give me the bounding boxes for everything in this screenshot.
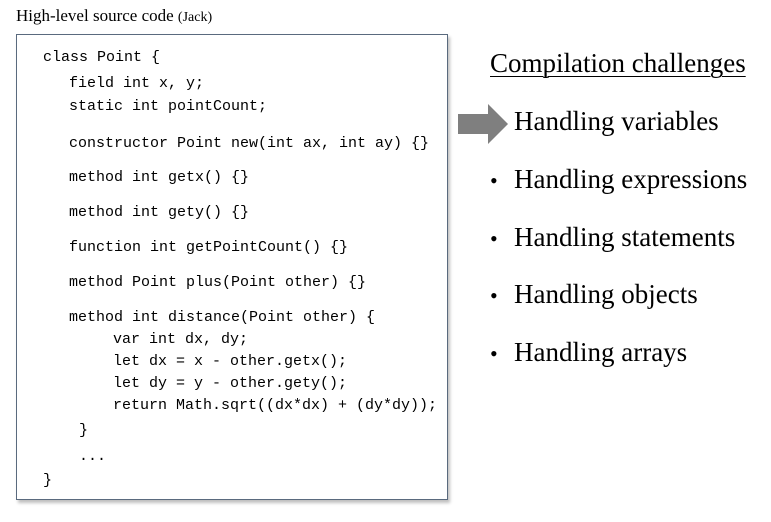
- challenge-item-objects: Handling objects: [514, 279, 698, 309]
- code-line-16: }: [43, 472, 53, 489]
- code-panel: class Point { field int x, y; static int…: [16, 34, 448, 500]
- caption-main: High-level source code: [16, 6, 174, 25]
- code-line-4: constructor Point new(int ax, int ay) {}: [69, 135, 430, 152]
- challenge-item-expressions: Handling expressions: [514, 164, 748, 194]
- code-line-12: let dy = y - other.gety();: [113, 375, 348, 392]
- code-line-15: ...: [79, 448, 107, 465]
- source-code-caption: High-level source code (Jack): [16, 6, 212, 26]
- code-line-14: }: [79, 422, 89, 439]
- code-line-13: return Math.sqrt((dx*dx) + (dy*dy));: [113, 397, 438, 414]
- code-line-10: var int dx, dy;: [113, 331, 249, 348]
- bullet-icon: •: [490, 168, 498, 193]
- code-line-2: field int x, y;: [69, 75, 205, 92]
- code-line-7: function int getPointCount() {}: [69, 239, 349, 256]
- challenge-item-variables: Handling variables: [514, 106, 719, 136]
- code-line-11: let dx = x - other.getx();: [113, 353, 348, 370]
- code-line-8: method Point plus(Point other) {}: [69, 274, 367, 291]
- code-line-6: method int gety() {}: [69, 204, 250, 221]
- current-item-arrow-icon: [458, 104, 508, 144]
- caption-language: (Jack): [177, 10, 213, 25]
- challenge-item-statements: Handling statements: [514, 222, 736, 252]
- bullet-icon: •: [490, 341, 498, 366]
- challenges-heading: Compilation challenges: [490, 48, 746, 78]
- bullet-icon: •: [490, 283, 498, 308]
- code-line-1: class Point {: [43, 49, 161, 66]
- code-line-3: static int pointCount;: [69, 98, 268, 115]
- challenge-item-arrays: Handling arrays: [514, 337, 688, 367]
- bullet-icon: •: [490, 226, 498, 251]
- code-line-5: method int getx() {}: [69, 169, 250, 186]
- code-line-9: method int distance(Point other) {: [69, 309, 376, 326]
